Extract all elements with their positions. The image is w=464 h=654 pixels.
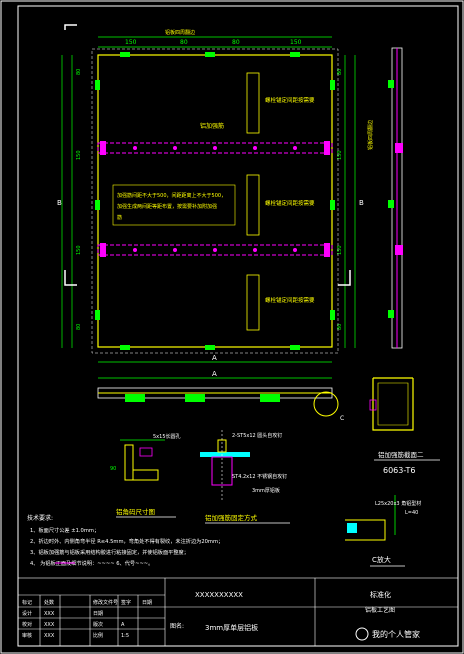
note-item-2: 3、铝板加强筋与铝板采用结构胶进行粘接固定，并使铝板面平整度；: [30, 548, 189, 556]
corner-note-box: [112, 184, 236, 226]
stiffener-1: [97, 142, 333, 154]
row-0-k: 日期: [93, 611, 103, 617]
vertical-rib-3: [246, 274, 260, 331]
screw-callout-2: ST4.2x12 不锈钢自攻钉: [232, 473, 287, 480]
title-block: [17, 577, 459, 647]
drawing-name: 3mm厚单层铝板: [205, 623, 258, 632]
detail-rib-section: 铝加强筋截面二 6063-T6: [369, 377, 440, 475]
corner-note-line-2: 筋: [117, 214, 122, 221]
vertical-rib-2: [246, 174, 260, 236]
label-B-left: B: [57, 199, 62, 207]
profile-label: L25x20x3 角铝型材: [375, 500, 421, 507]
row-2-k: 比例: [93, 632, 103, 639]
watermark-text: 我的个人管家: [372, 629, 420, 639]
corner-note-line-1: 加强生成两间距等距布置，按需要补加附加强: [117, 203, 217, 210]
dim-left-2: 150: [76, 245, 82, 255]
vertical-rib-1: [246, 72, 260, 134]
detail-c-label: C: [340, 415, 344, 422]
angle-dim-0: 5x15长圆孔: [153, 433, 181, 440]
note-item-1: 2、折边时外、内侧角弯半径 R≤4.5mm，弯角处不得有裂纹，未注折边为20mm…: [30, 537, 223, 545]
header-cell-0: 标记: [22, 599, 32, 606]
plate-thick: 3mm厚铝板: [252, 487, 280, 494]
header-cell-2: 修改文件号: [93, 599, 118, 606]
dim-top-2: 80: [232, 39, 240, 46]
header-cell-1: 处数: [44, 599, 54, 606]
dim-top-0: 150: [125, 39, 137, 46]
stiffener-note-2: 螺栓锚定间距按需要: [265, 199, 315, 207]
dim-right-2: 150: [337, 245, 343, 255]
main-panel-view: 150 80 80 150 铝板四周翻边 B 80 150 150 80 B 8…: [57, 24, 374, 363]
header-cell-4: 日期: [142, 600, 152, 606]
stiffener-note-1: 螺栓锚定间距按需要: [265, 96, 315, 104]
row-2-label: 审核: [22, 632, 32, 639]
detail-rib-fix: 2-ST5x12 圆头自攻钉 ST4.2x12 不锈钢自攻钉 3mm厚铝板 铝加…: [200, 430, 290, 524]
row-2-v: 1:5: [121, 633, 129, 639]
note-item-3: 4、 为铝板正面及细节说明：~~~~ 6、代号~~~。: [30, 559, 153, 567]
dim-left-3: 80: [76, 324, 82, 330]
c-enlarged-label: C放大: [372, 555, 391, 564]
stiffener-2: [97, 244, 333, 256]
rib-label: 铝加强筋: [200, 122, 224, 130]
project-name: XXXXXXXXXX: [195, 591, 243, 599]
angle-dim-1: 90: [110, 466, 116, 472]
dim-right-1: 150: [337, 150, 343, 160]
dim-top-3: 150: [290, 39, 302, 46]
side-view: [388, 47, 403, 349]
detail-c-enlarged: L25x20x3 角铝型材 L=40 C放大: [345, 495, 421, 567]
dim-left-1: 150: [76, 150, 82, 160]
row-0-label: 设计: [22, 610, 32, 617]
bolt-size-label: 铝角码尺寸图: [116, 507, 155, 516]
row-1-v: A: [121, 622, 125, 628]
length-label: L=40: [405, 510, 418, 516]
stiffener-note-3: 螺栓锚定间距按需要: [265, 296, 315, 304]
notes-title: 技术要求:: [27, 514, 53, 522]
detail-bolt-size: 5x15长圆孔 90 铝角码尺寸图: [110, 433, 181, 518]
dim-right-3: 80: [337, 324, 343, 330]
row-2-name: XXX: [44, 633, 55, 639]
dim-top-1: 80: [180, 39, 188, 46]
company-label: 铝板工艺图: [365, 606, 395, 614]
rib-section-label: 铝加强筋截面二: [378, 450, 424, 459]
detail-c-circle: [313, 391, 339, 417]
drawing-name-label: 图名:: [170, 622, 184, 630]
dim-side-right-note: 铝板四周翻边: [367, 120, 374, 150]
corner-note-line-0: 加强筋间距不大于500，间距距离上不大于500，: [117, 192, 226, 199]
dim-left-0: 80: [76, 69, 82, 75]
screw-callout: 2-ST5x12 圆头自攻钉: [232, 432, 282, 439]
standard-label: 标准化: [370, 590, 391, 599]
header-cell-3: 签字: [121, 599, 131, 606]
title-block-text: 标记 处数 修改文件号 签字 日期 设计 XXX 日期 校对 XXX 版次 A …: [22, 590, 395, 639]
watermark: 我的个人管家: [355, 627, 420, 641]
row-1-k: 版次: [93, 621, 103, 628]
row-1-name: XXX: [44, 622, 55, 628]
note-item-0: 1、板面尺寸公差 ±1.0mm；: [30, 526, 99, 534]
label-A-bottom: A: [212, 354, 217, 362]
row-1-label: 校对: [22, 621, 32, 628]
alloy-label: 6063-T6: [383, 466, 416, 475]
section-view: A C: [97, 370, 344, 422]
dim-side-top-note: 铝板四周翻边: [165, 29, 195, 36]
label-B-right: B: [359, 199, 364, 207]
rib-fix-label: 铝加强筋固定方式: [205, 513, 258, 522]
row-0-name: XXX: [44, 611, 55, 617]
technical-notes: 技术要求: 1、板面尺寸公差 ±1.0mm； 2、折边时外、内侧角弯半径 R≤4…: [27, 514, 223, 567]
label-A-section: A: [212, 370, 217, 378]
dim-right-0: 80: [337, 69, 343, 75]
